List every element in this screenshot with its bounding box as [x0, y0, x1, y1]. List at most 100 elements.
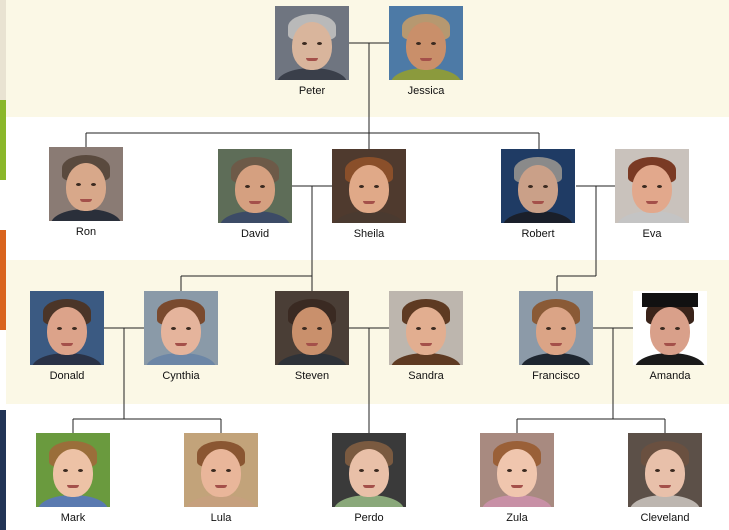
eye	[359, 185, 364, 188]
face	[66, 163, 106, 211]
person-jessica[interactable]: Jessica	[384, 6, 468, 97]
shoulders	[220, 211, 290, 223]
face	[497, 449, 537, 497]
mouth	[420, 58, 432, 61]
face	[518, 165, 558, 213]
mouth	[420, 343, 432, 346]
person-peter[interactable]: Peter	[270, 6, 354, 97]
mouth	[306, 58, 318, 61]
shoulders	[503, 211, 573, 223]
person-eva[interactable]: Eva	[610, 149, 694, 240]
face	[53, 449, 93, 497]
person-sandra[interactable]: Sandra	[384, 291, 468, 382]
edge-strip	[0, 230, 6, 330]
portrait-photo	[480, 433, 554, 507]
face	[235, 165, 275, 213]
person-name-label: Lula	[210, 512, 232, 524]
edge-strip	[0, 180, 6, 230]
portrait-photo	[36, 433, 110, 507]
eye	[302, 327, 307, 330]
person-donald[interactable]: Donald	[25, 291, 109, 382]
eye	[63, 469, 68, 472]
graduation-cap-icon	[642, 293, 698, 307]
face	[406, 22, 446, 70]
person-amanda[interactable]: Amanda	[628, 291, 712, 382]
portrait-photo	[628, 433, 702, 507]
person-name-label: Sandra	[408, 370, 444, 382]
eye	[655, 469, 660, 472]
eye	[416, 42, 421, 45]
edge-strip	[0, 0, 6, 100]
person-name-label: Donald	[49, 370, 85, 382]
eye	[670, 469, 675, 472]
eye	[245, 185, 250, 188]
mouth	[67, 485, 79, 488]
mouth	[511, 485, 523, 488]
portrait-photo	[144, 291, 218, 365]
person-name-label: Jessica	[407, 85, 445, 97]
edge-strip	[0, 410, 6, 530]
person-name-label: Cynthia	[162, 370, 200, 382]
person-mark[interactable]: Mark	[31, 433, 115, 524]
portrait-photo	[519, 291, 593, 365]
person-cynthia[interactable]: Cynthia	[139, 291, 223, 382]
portrait-photo	[332, 433, 406, 507]
person-sheila[interactable]: Sheila	[327, 149, 411, 240]
person-lula[interactable]: Lula	[179, 433, 263, 524]
mouth	[363, 201, 375, 204]
mouth	[363, 485, 375, 488]
portrait-photo	[275, 291, 349, 365]
portrait-photo	[49, 147, 123, 221]
mouth	[175, 343, 187, 346]
eye	[72, 327, 77, 330]
mouth	[306, 343, 318, 346]
eye	[675, 327, 680, 330]
mouth	[61, 343, 73, 346]
person-name-label: Cleveland	[640, 512, 690, 524]
person-name-label: David	[240, 228, 270, 240]
eye	[374, 469, 379, 472]
portrait-photo	[633, 291, 707, 365]
eye	[171, 327, 176, 330]
shoulders	[630, 495, 700, 507]
eye	[507, 469, 512, 472]
eye	[431, 42, 436, 45]
portrait-photo	[389, 291, 463, 365]
mouth	[659, 485, 671, 488]
eye	[302, 42, 307, 45]
person-name-label: Amanda	[649, 370, 691, 382]
eye	[657, 185, 662, 188]
mouth	[550, 343, 562, 346]
face	[201, 449, 241, 497]
portrait-photo	[275, 6, 349, 80]
face	[632, 165, 672, 213]
shoulders	[391, 68, 461, 80]
person-cleveland[interactable]: Cleveland	[623, 433, 707, 524]
person-steven[interactable]: Steven	[270, 291, 354, 382]
shoulders	[521, 353, 591, 365]
shoulders	[277, 68, 347, 80]
generation-band-1	[6, 0, 729, 117]
portrait-photo	[615, 149, 689, 223]
eye	[546, 327, 551, 330]
eye	[660, 327, 665, 330]
person-name-label: Francisco	[532, 370, 580, 382]
mouth	[215, 485, 227, 488]
face	[161, 307, 201, 355]
eye	[374, 185, 379, 188]
eye	[317, 327, 322, 330]
face	[292, 22, 332, 70]
person-robert[interactable]: Robert	[496, 149, 580, 240]
person-perdo[interactable]: Perdo	[327, 433, 411, 524]
eye	[416, 327, 421, 330]
person-zula[interactable]: Zula	[475, 433, 559, 524]
face	[47, 307, 87, 355]
person-david[interactable]: David	[213, 149, 297, 240]
eye	[431, 327, 436, 330]
person-francisco[interactable]: Francisco	[514, 291, 598, 382]
eye	[528, 185, 533, 188]
person-ron[interactable]: Ron	[44, 147, 128, 238]
eye	[91, 183, 96, 186]
portrait-photo	[389, 6, 463, 80]
